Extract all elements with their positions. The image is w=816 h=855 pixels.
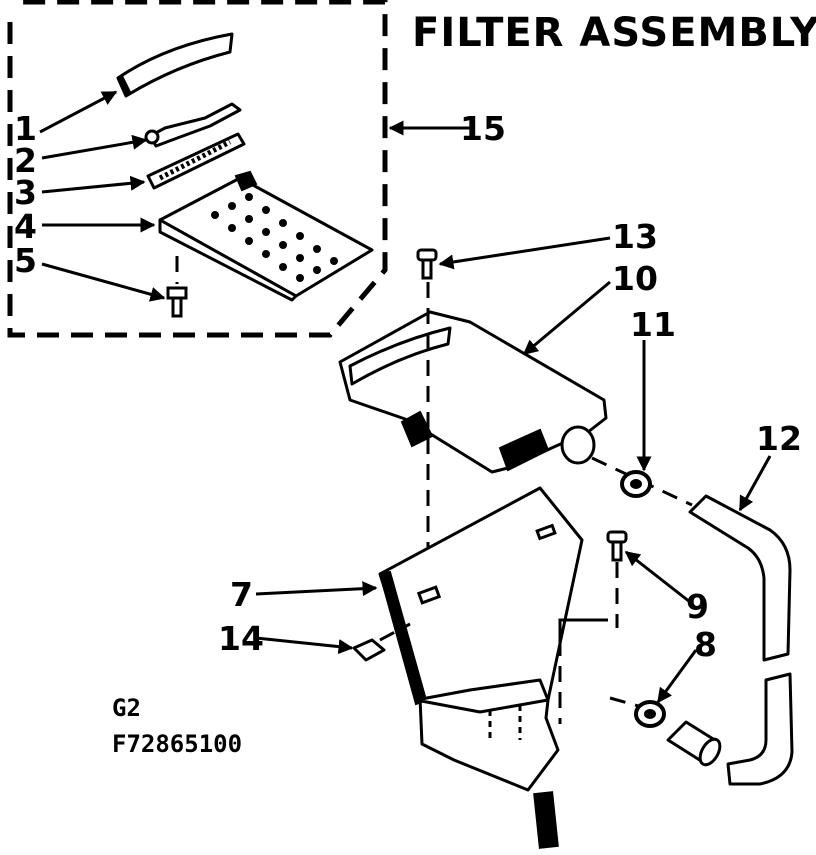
part-5-screw (166, 256, 188, 318)
callout-2: 2 (14, 141, 37, 180)
group-code: G2 (112, 694, 141, 722)
part-number-code: F72865100 (112, 730, 242, 758)
callout-8: 8 (694, 625, 717, 664)
callout-9: 9 (686, 587, 709, 626)
callout-15: 15 (460, 109, 506, 148)
callout-4: 4 (14, 207, 37, 246)
diagram-title: FILTER ASSEMBLY (412, 10, 816, 56)
callout-13: 13 (612, 217, 658, 256)
callout-5: 5 (14, 241, 37, 280)
callout-14: 14 (218, 619, 264, 658)
alignment-line-8 (609, 696, 661, 714)
part-3-filter-strip (146, 132, 246, 190)
part-1-filter-cover (116, 32, 234, 98)
part-2-clip (144, 102, 242, 148)
leader-lines (39, 90, 772, 704)
part-4-filter-tray (158, 170, 374, 302)
part-11-clamp (620, 470, 652, 498)
callout-7: 7 (230, 575, 253, 614)
part-7-bracket (378, 486, 608, 849)
callout-11: 11 (630, 305, 676, 344)
part-14-clip (352, 622, 411, 662)
part-10-filter-housing (338, 310, 608, 474)
callout-10: 10 (612, 259, 658, 298)
part-9-screw (606, 530, 628, 562)
callout-3: 3 (14, 173, 37, 212)
callout-12: 12 (756, 419, 802, 458)
part-12-hose (688, 494, 794, 786)
callout-1: 1 (14, 109, 37, 148)
part-8-fitting (634, 700, 722, 767)
part-13-screw (416, 248, 438, 280)
